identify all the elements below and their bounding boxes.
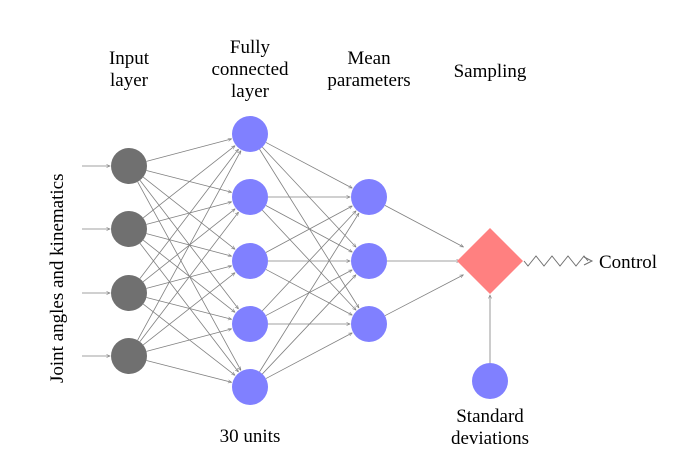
input-node [111,338,147,374]
edge-input-hidden [139,212,239,342]
hidden-layer-header: Fully connected layer [211,37,288,103]
nodes [111,116,523,405]
connections [82,139,594,382]
std-label-line-1: Standard [456,406,524,427]
sampling-node [457,228,523,294]
hidden-units-label: 30 units [219,426,281,447]
edge-hidden-mean [259,213,359,372]
sampling-header-line-1: Sampling [453,61,527,82]
edge-hidden-mean [265,332,352,379]
hidden-node [232,179,268,215]
input-node [111,211,147,247]
mean-parameters-header: Mean parameters [327,48,410,92]
edge-input-hidden [139,243,239,372]
edge-mean-sampling [384,274,463,317]
hidden-node [232,116,268,152]
hidden-header-line-3: layer [231,81,269,102]
std-node [472,363,508,399]
edge-input-hidden [142,146,235,219]
control-output-label: Control [599,252,658,273]
edge-hidden-mean [265,205,352,253]
edge-hidden-mean [262,211,356,312]
std-label-line-2: deviations [450,428,530,449]
input-node [111,275,147,311]
edge-input-hidden [146,329,231,352]
input-node [111,148,147,184]
edge-input-hidden [137,151,242,341]
mean-node [351,306,387,342]
edge-input-hidden [146,233,231,257]
edge-input-hidden [142,239,235,312]
edge-hidden-mean [265,205,352,253]
edge-input-hidden [139,149,239,279]
edge-hidden-mean [262,275,356,375]
mean-header-line-1: Mean [347,48,391,69]
mean-node [351,179,387,215]
output-wave [523,255,589,267]
edge-input-hidden [146,202,231,225]
edge-input-hidden [146,360,231,382]
edge-mean-sampling [384,205,464,248]
hidden-header-line-2: connected [211,59,289,80]
hidden-node [232,369,268,405]
mean-node [351,243,387,279]
output-arrowhead [583,256,594,266]
sampling-header: Sampling [454,61,527,83]
edge-hidden-mean [265,142,352,189]
edge-input-hidden [142,273,235,346]
input-side-label: Joint angles and kinematics [47,173,68,383]
hidden-node [232,243,268,279]
edge-input-hidden [146,139,231,162]
mean-header-line-2: parameters [327,70,411,91]
hidden-header-line-1: Fully [229,37,271,58]
input-header-line-2: layer [110,70,148,91]
edge-hidden-mean [262,209,356,310]
input-layer-header: Input layer [109,48,149,92]
input-header-line-1: Input [108,48,150,69]
std-deviations-label: Standard deviations [451,406,529,450]
hidden-node [232,306,268,342]
